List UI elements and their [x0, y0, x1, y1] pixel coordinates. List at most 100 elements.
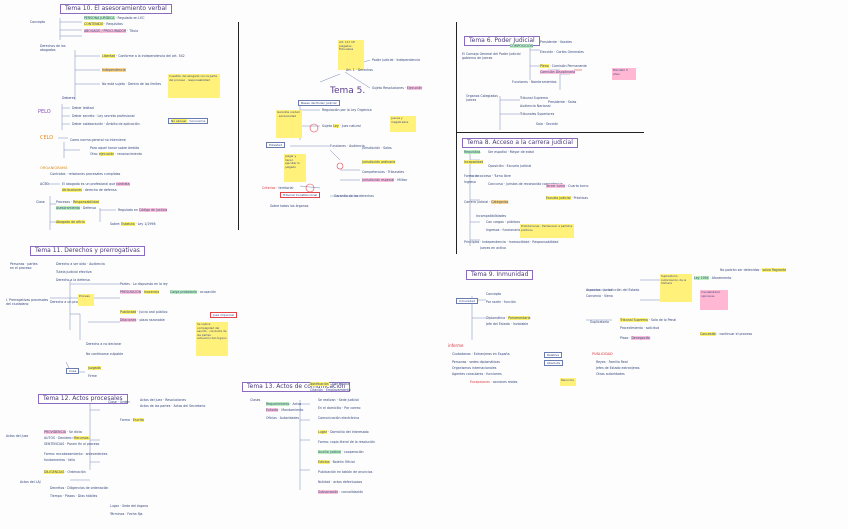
- note: Órganos Colegiados: [466, 94, 498, 98]
- note: Jurisdicción ordinaria: [362, 160, 396, 164]
- note: Pleno · Comisión Permanente: [540, 64, 587, 68]
- label-informe: informe: [448, 343, 464, 348]
- sticky-note: Art. 117 CE · Juzgados · Tribunales: [338, 40, 364, 70]
- note: Tribunales Superiores: [520, 112, 555, 116]
- sticky-note: Suplicatorio · Autorización de la Cámara: [660, 274, 692, 302]
- note: Nulidad · actos defectuosos: [318, 480, 363, 484]
- note: Independencia: [102, 68, 126, 72]
- note: En el domicilio · Por correo: [318, 406, 361, 410]
- sticky-note: Juzgar y hacer ejecutar lo juzgado: [284, 154, 306, 182]
- topic-title-t9: Tema 9. Inmunidad: [466, 270, 534, 280]
- note: Agentes consulares · funciones: [452, 372, 502, 376]
- note: Términos · Fecha fija: [110, 512, 143, 516]
- note: Jefe del Estado · Inviolable: [486, 322, 529, 326]
- note: Derecho a la defensa: [56, 278, 90, 282]
- note: Lugar · Domicilio del interesado: [318, 430, 369, 434]
- note: Escuela judicial · Prácticas: [546, 196, 588, 200]
- note: Jefes de Estado extranjeros: [596, 366, 640, 370]
- vertical-divider-line: [456, 22, 457, 254]
- note: Derecho a un proceso: [50, 300, 85, 304]
- note: Concepto: [30, 20, 46, 24]
- note: Carga probatoria · acusación: [170, 290, 216, 294]
- note: Citación · Emplazamiento: [310, 388, 351, 392]
- note: Plazo · Denegación: [620, 336, 651, 340]
- note: Regulación por la Ley Orgánica: [322, 108, 372, 112]
- note: Otro: ejecución · reconocimiento: [90, 152, 142, 156]
- note-box: No abonar · honorarios: [168, 118, 209, 124]
- note: Funciones · Audiencia: [330, 144, 365, 148]
- note: Tiempo · Plazos · Días hábiles: [50, 494, 98, 498]
- note: Convenio · Viena: [586, 294, 613, 298]
- note: PROVIDENCIA · Se dicta: [44, 430, 82, 434]
- note: Incompatibilidades: [476, 214, 507, 218]
- note: El Consejo General del Poder Judicial: [462, 52, 521, 56]
- note: Tribunal Supremo: [520, 96, 548, 100]
- label-organigrama: ORGANIGRAMA: [40, 166, 68, 170]
- note: Notificación · Dar noticia: [310, 382, 350, 386]
- note: Carrera judicial · Categorías: [464, 200, 509, 204]
- topic-title-t6: Tema 6. Poder Judicial: [464, 36, 540, 46]
- topic-title-t13: Tema 13. Actos de comunicación: [242, 382, 351, 392]
- note-box: Absoluta: [544, 360, 564, 366]
- note: Poder Judicial · Independencia: [372, 58, 420, 62]
- note: Jueces en activo: [480, 246, 506, 250]
- note: fundamentos · fallo: [44, 458, 75, 462]
- note: Procesos · Responsabilidad: [56, 200, 100, 204]
- note: Aspectos · Jurisdicción del Estado: [586, 288, 640, 292]
- note: Diplomática · Parlamentaria: [486, 316, 531, 320]
- note: CONTENIDO · Requisitos: [84, 22, 123, 26]
- note: Jurisdicción · Salas: [362, 146, 392, 150]
- note: del ciudadano: [6, 302, 29, 306]
- note: Regulado en Código de Justicia: [118, 208, 168, 212]
- label-pelo: PELO: [38, 109, 51, 115]
- topic-title-t8: Tema 8. Acceso a la carrera judicial: [462, 138, 578, 148]
- note: Forma de acceso · Turno libre: [464, 174, 511, 178]
- note: Clase: [36, 200, 45, 204]
- label-publicidad: PUBLICIDAD: [592, 352, 613, 356]
- note: PRESUNCIÓN · Inocencia: [120, 290, 160, 294]
- note: Juzgada: [88, 366, 101, 370]
- note: Procedimiento · solicitud: [620, 326, 660, 330]
- note-box: Relativa: [544, 352, 563, 358]
- note: Derechos de los: [40, 44, 66, 48]
- horizontal-divider-line: [456, 132, 644, 133]
- sticky-note: Se valora: complejidad del asunto · cond…: [196, 322, 228, 356]
- note: Requerimiento · Actos: [266, 402, 302, 406]
- note-box: Potestad: [266, 142, 286, 148]
- note: Concesión · continuar el proceso: [700, 332, 753, 336]
- note: Actos de las partes · Actos del Secretar…: [140, 404, 206, 408]
- note: Comunicación electrónica: [318, 416, 360, 420]
- note: Abogado de oficio: [56, 220, 85, 224]
- note: Derecho a ser oído · Audiencia: [56, 262, 105, 266]
- note: Sujeto Ley · Juez natural: [322, 124, 361, 128]
- note: ABOGADO / PROCURADOR · Título: [84, 29, 139, 33]
- note: Ciudadanos · Extranjeros en España: [452, 352, 510, 356]
- sticky-note: Mandato 5 años: [612, 68, 636, 80]
- note: El abogado es un profesional que contrat…: [62, 182, 130, 186]
- note-box: Bases del Poder Judicial: [298, 100, 340, 106]
- sticky-note: Renuncia: [560, 378, 576, 386]
- note: Deber secreto · Ley secreto profesional: [72, 114, 135, 118]
- topic-title-t5: Tema 5.: [330, 86, 366, 96]
- note: Suplicatorio: [590, 320, 609, 324]
- sticky-note: Inviolabilidad · opiniones: [700, 290, 728, 310]
- note: Organismos internacionales: [452, 366, 497, 370]
- note: AUTOS · Deciden · Recursos: [44, 436, 89, 440]
- note: en el proceso: [10, 266, 32, 270]
- note: Subsanación · convalidación: [318, 490, 364, 494]
- note-box: Inmunidad: [456, 298, 478, 304]
- note: gobierno de jueces: [462, 56, 493, 60]
- note: Personas · sedes diplomáticas: [452, 360, 500, 364]
- note: Contratos · relaciones procesales cumpli…: [50, 172, 121, 176]
- note: Oposición · Escuela Judicial: [488, 164, 532, 168]
- topic-title-t12: Tema 12. Actos procesales: [38, 394, 128, 404]
- note: Presidente · Salas: [548, 100, 577, 104]
- note: Se realizan · Sede judicial: [318, 398, 359, 402]
- note: Dilaciones · plazo razonable: [120, 318, 165, 322]
- note: No está sujeto · Dentro de los límites: [102, 82, 161, 86]
- sticky-note: Garantía unidad · exclusividad: [276, 110, 302, 138]
- note: Actos del juez · Resoluciones: [140, 398, 186, 402]
- note: Por razón · función: [486, 300, 516, 304]
- vertical-divider-line: [238, 22, 239, 230]
